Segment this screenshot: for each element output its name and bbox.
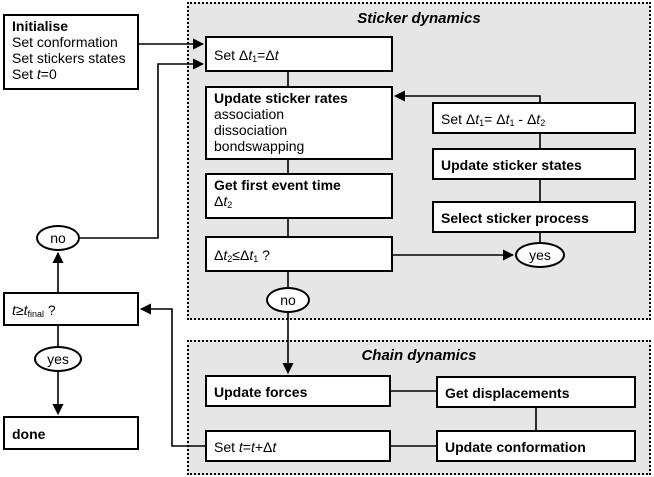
set-dt1-box: Set Δt1=Δt	[205, 36, 393, 72]
rate-dissociation: dissociation	[214, 122, 288, 138]
first-event-title: Get first event time	[214, 177, 341, 193]
get-displacements-box: Get displacements	[436, 376, 636, 408]
update-rates-title: Update sticker rates	[214, 90, 348, 106]
arrow-no-to-set-dt1	[80, 58, 205, 239]
update-sticker-states-box: Update sticker states	[432, 148, 636, 180]
first-event-time-box: Get first event time Δt2	[205, 173, 393, 219]
sticker-dynamics-title: Sticker dynamics	[357, 10, 481, 27]
compare-dt-box: Δt2≤Δt1 ?	[205, 236, 393, 272]
update-conformation-box: Update conformation	[436, 430, 636, 462]
initialise-title: Initialise	[12, 18, 69, 34]
rate-bondswapping: bondswapping	[214, 138, 305, 154]
first-event-expr: Δt2	[214, 193, 233, 210]
update-forces-box: Update forces	[205, 375, 391, 407]
initialise-box: Initialise Set conformation Set stickers…	[3, 14, 139, 90]
no-oval-left: no	[36, 225, 80, 251]
initialise-line-time: Set t=0	[12, 66, 57, 82]
rate-association: association	[214, 106, 285, 122]
yes-oval-sticker: yes	[515, 242, 565, 268]
update-sticker-rates-box: Update sticker rates association dissoci…	[205, 86, 393, 160]
initialise-line-conformation: Set conformation	[12, 34, 118, 50]
set-dt1-minus-dt2-box: Set Δt1= Δt1 - Δt2	[432, 102, 636, 134]
done-box: done	[3, 416, 139, 450]
set-t-increment-box: Set t=t+Δt	[205, 430, 391, 462]
yes-oval-left: yes	[34, 346, 82, 372]
no-oval-sticker: no	[266, 287, 310, 313]
chain-dynamics-title: Chain dynamics	[361, 347, 477, 364]
select-sticker-process-box: Select sticker process	[432, 201, 636, 233]
t-final-check-box: t≥tfinal ?	[3, 292, 139, 326]
initialise-line-states: Set stickers states	[12, 50, 126, 66]
